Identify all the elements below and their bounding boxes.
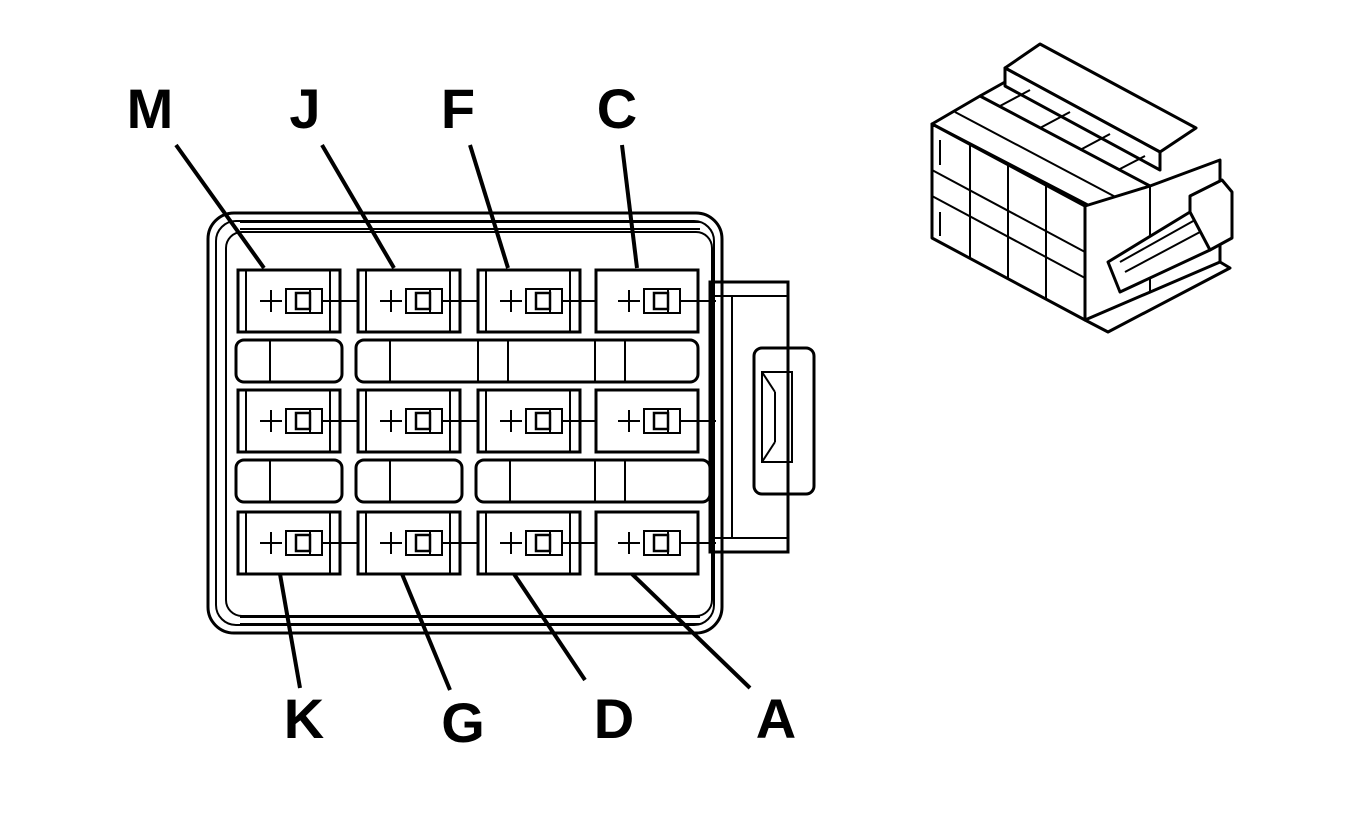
connector-housing <box>206 211 724 635</box>
pin-labels: M J F C K G D A <box>127 77 797 754</box>
connector-latch <box>708 280 816 554</box>
terminal-cavity-icon <box>356 268 478 334</box>
leader-line-c <box>620 144 639 269</box>
terminal-cavity-icon <box>236 268 358 334</box>
terminal-cavity-icon <box>476 388 598 454</box>
terminal-cavity-icon <box>594 268 716 334</box>
terminal-cavity-icon <box>594 510 716 576</box>
pin-label-g: G <box>441 691 485 754</box>
leader-line-k <box>278 573 302 689</box>
leader-line-m <box>174 143 266 270</box>
terminal-cavity-icon <box>594 388 716 454</box>
pin-label-a: A <box>756 687 796 750</box>
terminal-cavity-icon <box>356 510 478 576</box>
terminal-cavity-icon <box>236 388 358 454</box>
pin-label-d: D <box>594 687 634 750</box>
terminal-cavity-icon <box>356 388 478 454</box>
pin-label-c: C <box>597 77 637 140</box>
leader-line-f <box>468 144 510 269</box>
connector-isometric-icon <box>930 42 1234 334</box>
leader-line-j <box>320 143 396 270</box>
terminal-cavity-icon <box>476 268 598 334</box>
leader-lines <box>174 143 752 691</box>
terminal-cavity-icon <box>236 510 358 576</box>
terminal-cavity-grid <box>236 268 716 576</box>
leader-line-d <box>512 572 587 682</box>
terminal-cavity-icon <box>476 510 598 576</box>
pin-label-f: F <box>441 77 475 140</box>
row-separators <box>234 338 712 504</box>
leader-line-g <box>400 573 452 691</box>
pin-label-m: M <box>127 77 174 140</box>
pin-label-j: J <box>289 77 320 140</box>
leader-line-a <box>630 572 752 690</box>
pin-label-k: K <box>284 687 324 750</box>
